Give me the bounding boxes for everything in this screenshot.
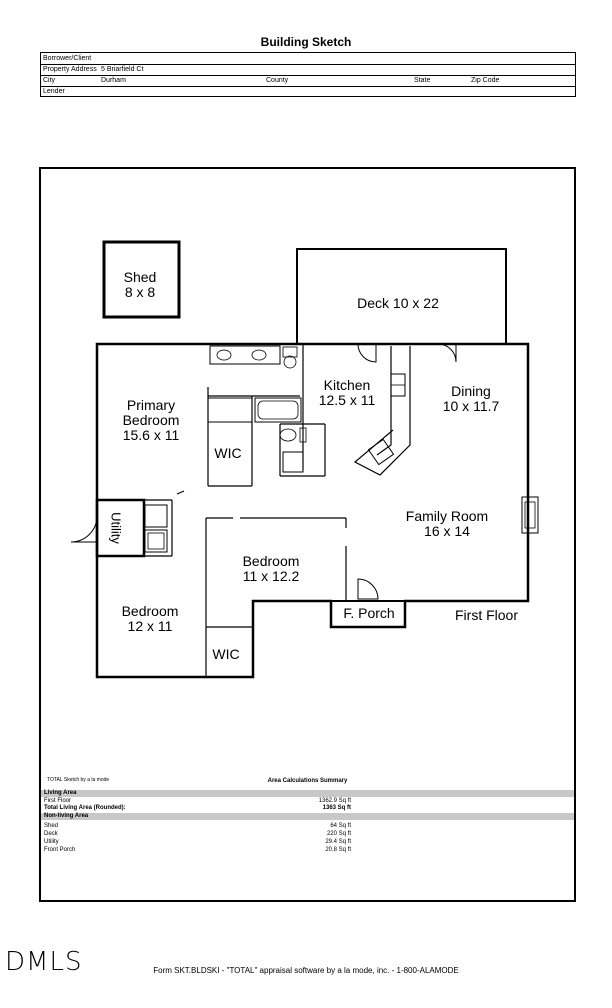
software-note: TOTAL Sketch by a la mode <box>47 777 110 783</box>
row-label: Total Living Area (Rounded): <box>44 805 126 811</box>
fireplace <box>521 496 539 534</box>
header-table: Borrower/Client Property Address 5 Briar… <box>40 52 576 97</box>
document-title: Building Sketch <box>260 35 352 49</box>
sketch-frame <box>39 167 576 902</box>
summary-title: Area Calculations Summary <box>267 778 348 784</box>
table-row: Deck 220 Sq ft <box>41 831 574 838</box>
toilet-bowl-1 <box>283 355 297 369</box>
row-value: 1363 Sq ft <box>322 805 351 811</box>
room-primary-bedroom: Primary Bedroom 15.6 x 11 <box>123 398 180 443</box>
room-kitchen-name: Kitchen <box>323 377 371 393</box>
room-dining-name: Dining <box>451 383 491 399</box>
room-wic-2-name: WIC <box>212 646 240 662</box>
zip-label: Zip Code <box>471 77 500 84</box>
address-row: Property Address 5 Briarfield Ct <box>41 64 575 76</box>
room-wic-1: WIC <box>214 446 241 461</box>
sink-2 <box>251 349 267 361</box>
kitchen-counter <box>353 346 411 476</box>
toilet-tank-2 <box>299 427 307 443</box>
room-primary-bedroom-size: 15.6 x 11 <box>122 427 180 443</box>
room-family-room-name: Family Room <box>405 508 489 524</box>
room-dining: Dining 10 x 11.7 <box>443 384 500 414</box>
city-value: Durham <box>101 77 126 84</box>
deck-outline <box>296 248 507 344</box>
room-bedroom-3: Bedroom 12 x 11 <box>122 604 179 634</box>
borrower-label: Borrower/Client <box>43 55 92 62</box>
washer <box>144 504 168 528</box>
sink-1 <box>216 349 232 361</box>
row-label: Front Porch <box>44 847 76 853</box>
table-row: Total Living Area (Rounded): 1363 Sq ft <box>41 805 574 812</box>
borrower-row: Borrower/Client <box>41 53 575 65</box>
room-bedroom-3-name: Bedroom <box>121 603 179 619</box>
address-label: Property Address <box>43 66 97 73</box>
room-family-room-size: 16 x 14 <box>424 523 470 539</box>
living-area-header: Living Area <box>41 790 574 797</box>
room-deck-name: Deck 10 x 22 <box>357 295 439 311</box>
door-swings <box>70 343 457 600</box>
bathtub <box>254 397 302 423</box>
room-shed-size: 8 x 8 <box>124 284 156 300</box>
lender-row: Lender <box>41 86 575 97</box>
row-label: Utility <box>44 839 59 845</box>
room-bedroom-2-name: Bedroom <box>242 553 300 569</box>
room-front-porch: F. Porch <box>343 606 394 621</box>
table-row: Front Porch 20.8 Sq ft <box>41 847 574 854</box>
room-bedroom-2-size: 11 x 12.2 <box>242 568 300 584</box>
room-utility-name: Utility <box>108 512 124 544</box>
row-value: 29.4 Sq ft <box>325 839 351 845</box>
room-primary-bedroom-name-2: Bedroom <box>122 412 180 428</box>
lender-label: Lender <box>43 88 65 95</box>
room-primary-bedroom-name-1: Primary <box>126 397 176 413</box>
hall-sink <box>282 451 304 473</box>
toilet-tank-1 <box>282 346 298 358</box>
shower <box>207 397 253 423</box>
interior-walls <box>97 344 347 677</box>
address-value: 5 Briarfield Ct <box>101 66 144 73</box>
room-dining-size: 10 x 11.7 <box>442 398 500 414</box>
room-shed-name: Shed <box>123 269 157 285</box>
row-value: 20.8 Sq ft <box>325 847 351 853</box>
room-wic-1-name: WIC <box>214 445 242 461</box>
city-row: City Durham County State Zip Code <box>41 75 575 87</box>
row-value: 64 Sq ft <box>330 823 351 829</box>
row-value: 220 Sq ft <box>326 831 351 837</box>
table-row: First Floor 1362.9 Sq ft <box>41 798 574 805</box>
room-kitchen: Kitchen 12.5 x 11 <box>319 378 376 408</box>
dryer <box>144 529 168 553</box>
city-label: City <box>43 77 56 84</box>
row-label: First Floor <box>44 798 71 804</box>
shed-outline <box>102 240 181 319</box>
house-outline <box>95 342 530 679</box>
room-front-porch-name: F. Porch <box>343 605 395 621</box>
row-label: Deck <box>44 831 58 837</box>
footer-text: Form SKT.BLDSKI - "TOTAL" appraisal soft… <box>153 966 459 975</box>
county-label: County <box>266 77 289 84</box>
stove <box>367 438 395 466</box>
state-label: State <box>414 77 431 84</box>
room-shed: Shed 8 x 8 <box>124 270 157 300</box>
room-utility: Utility <box>106 505 126 551</box>
nonliving-area-header: Non-living Area <box>41 813 574 820</box>
room-bedroom-3-size: 12 x 11 <box>127 618 173 634</box>
room-kitchen-size: 12.5 x 11 <box>318 392 376 408</box>
toilet-bowl-2 <box>279 428 297 442</box>
room-deck: Deck 10 x 22 <box>357 296 439 311</box>
room-family-room: Family Room 16 x 14 <box>406 509 488 539</box>
mls-logo: DMLS <box>5 947 83 977</box>
table-row: Utility 29.4 Sq ft <box>41 839 574 846</box>
table-row: Shed 64 Sq ft <box>41 823 574 830</box>
room-bedroom-2: Bedroom 11 x 12.2 <box>243 554 300 584</box>
floor-label: First Floor <box>455 607 518 623</box>
row-value: 1362.9 Sq ft <box>318 798 351 804</box>
row-label: Shed <box>44 823 59 829</box>
room-wic-2: WIC <box>212 647 239 662</box>
bath-vanity <box>209 345 281 365</box>
